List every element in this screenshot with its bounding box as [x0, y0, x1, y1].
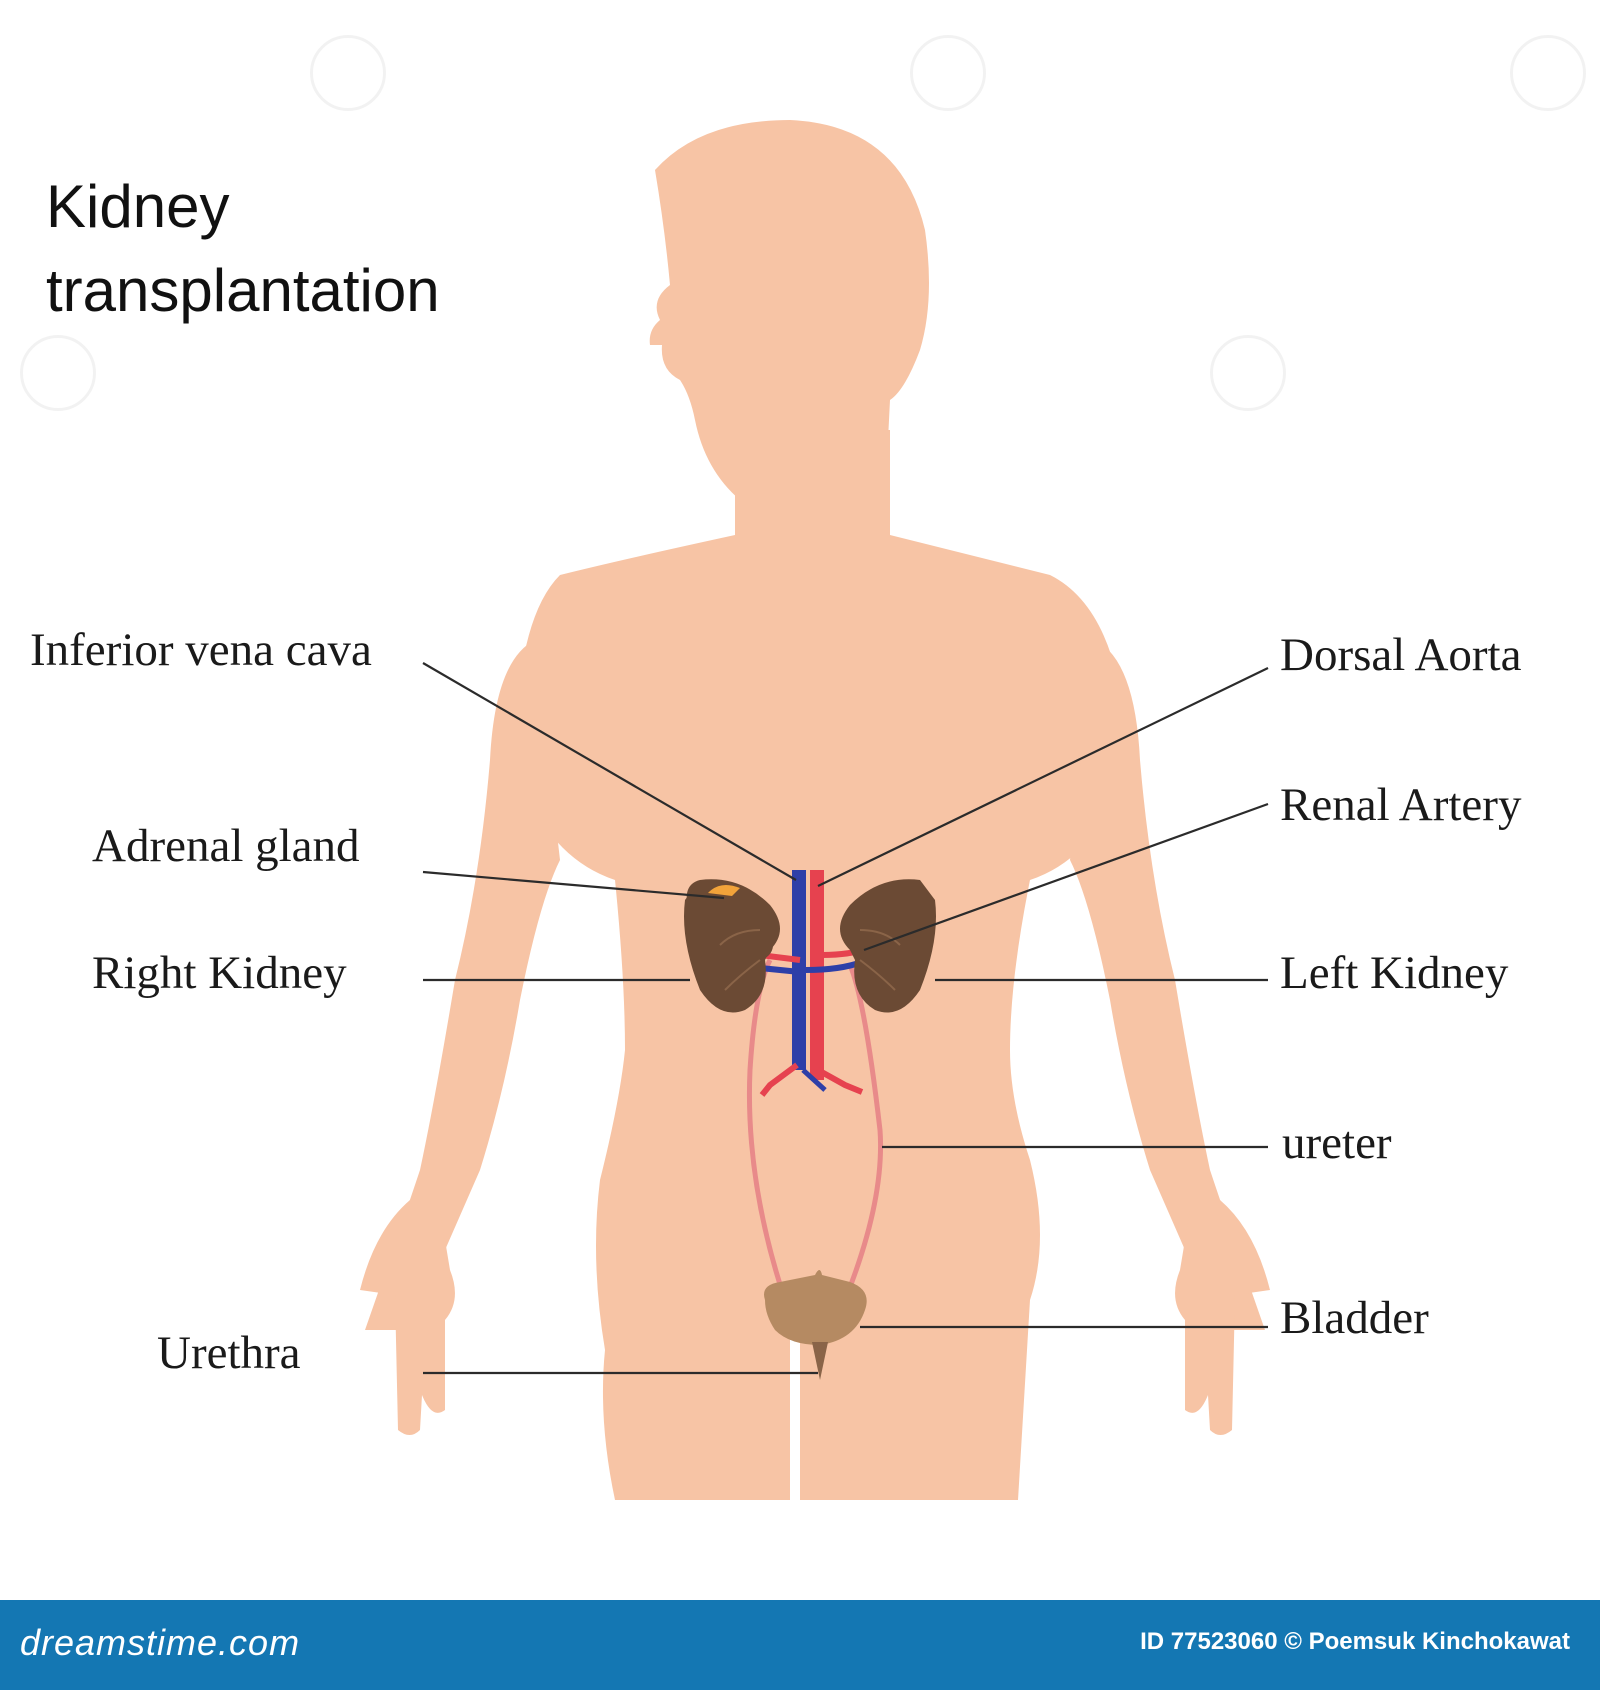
label-left-kidney: Left Kidney — [1280, 947, 1509, 999]
watermark-icon — [1210, 335, 1286, 411]
footer-bar: dreamstime.com ID 77523060 © Poemsuk Kin… — [0, 1600, 1600, 1690]
bladder-organ — [764, 1270, 867, 1380]
label-bladder: Bladder — [1280, 1292, 1429, 1344]
hand-right — [360, 1200, 455, 1435]
leader-lines — [422, 662, 1269, 1375]
label-renal-artery: Renal Artery — [1280, 779, 1522, 831]
leader-adrenal-gland — [422, 870, 725, 900]
leader-inferior-vena-cava — [422, 662, 797, 881]
left-kidney-organ — [840, 879, 936, 1013]
label-ureter: ureter — [1282, 1117, 1392, 1169]
head — [649, 120, 929, 500]
label-dorsal-aorta: Dorsal Aorta — [1280, 629, 1522, 681]
label-right-kidney: Right Kidney — [92, 947, 347, 999]
watermark-icon — [1510, 35, 1586, 111]
footer-brand[interactable]: dreamstime.com — [20, 1622, 301, 1663]
label-urethra: Urethra — [157, 1327, 301, 1379]
kidneys — [684, 879, 936, 1013]
label-inferior-vena-cava: Inferior vena cava — [30, 624, 372, 676]
leader-renal-artery — [863, 802, 1269, 952]
dorsal-aorta-vessel — [810, 870, 824, 1080]
arm-right — [365, 640, 560, 1330]
watermark-icon — [910, 35, 986, 111]
anatomy-svg — [360, 120, 1270, 1500]
leader-dorsal-aorta — [817, 667, 1269, 887]
title-line-2: transplantation — [46, 257, 440, 324]
title-line-1: Kidney — [46, 173, 230, 240]
adrenal-gland-organ — [708, 884, 740, 896]
watermark-icon — [20, 335, 96, 411]
diagram-title: Kidney transplantation — [46, 165, 440, 333]
arm-left — [1070, 640, 1265, 1330]
watermark-icon — [310, 35, 386, 111]
hand-left — [1175, 1200, 1270, 1435]
label-adrenal-gland: Adrenal gland — [92, 820, 360, 872]
footer-credit: ID 77523060 © Poemsuk Kinchokawat — [1140, 1628, 1570, 1655]
